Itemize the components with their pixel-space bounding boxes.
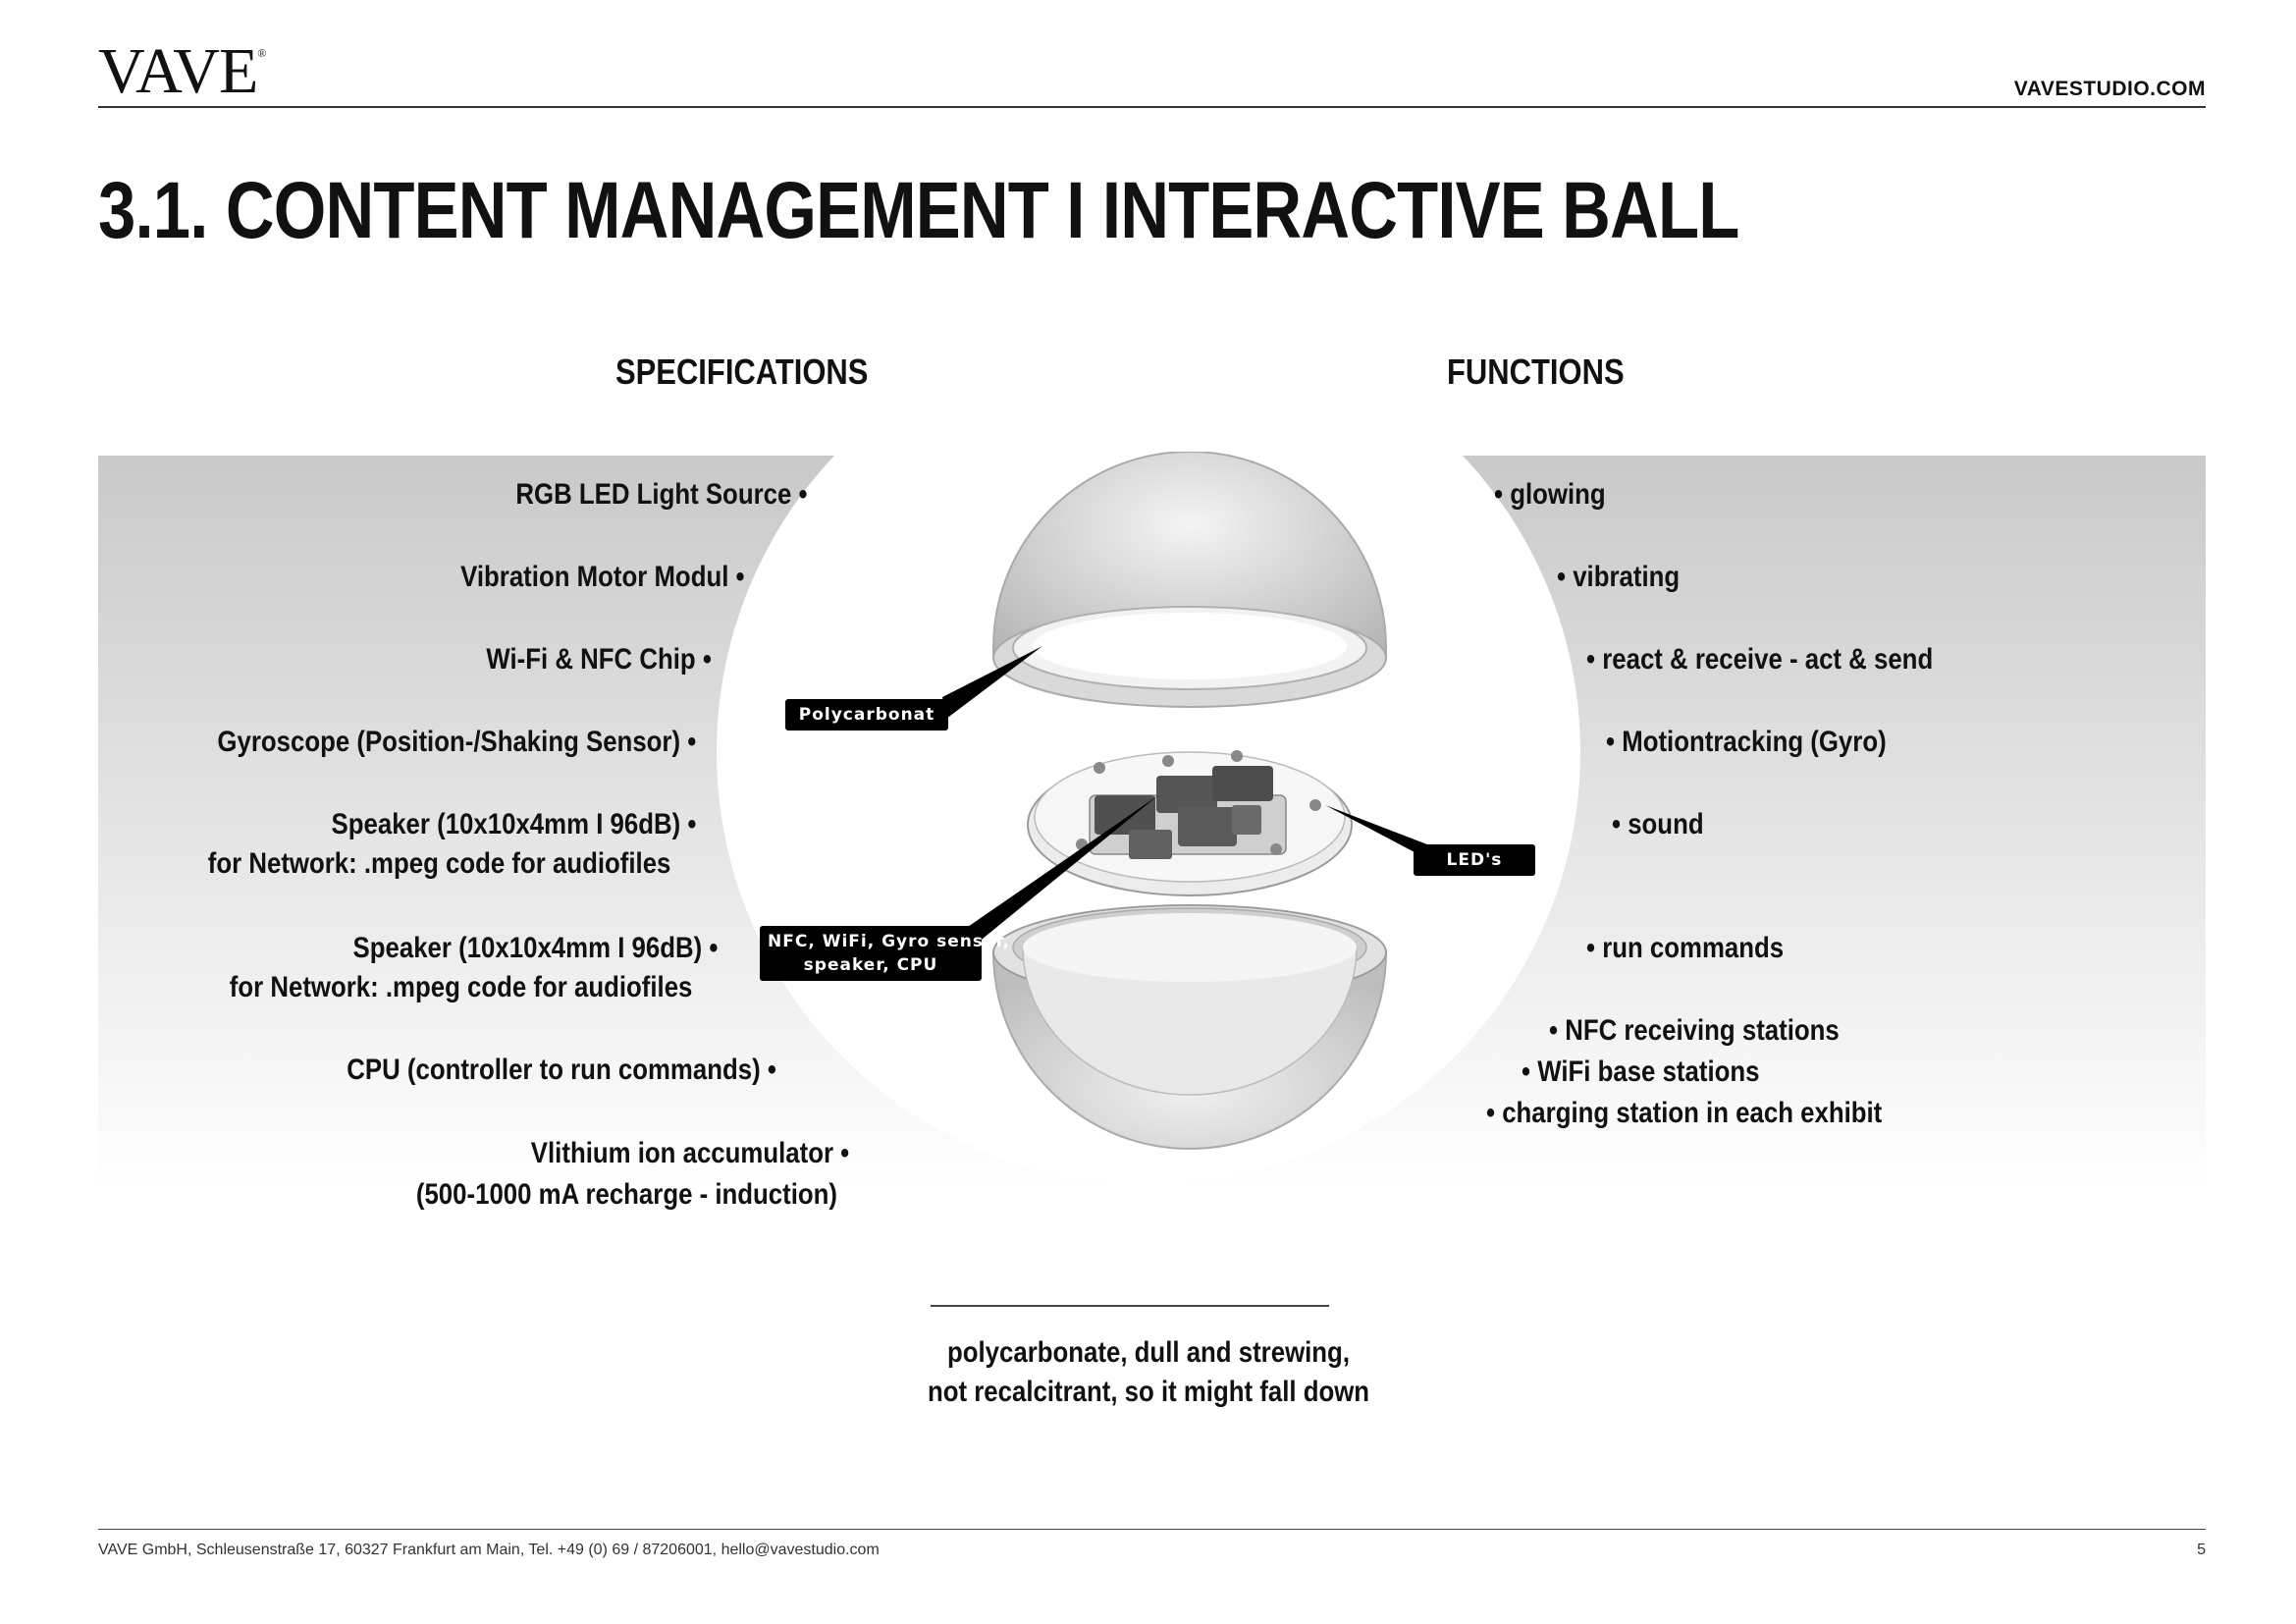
material-note-line2: not recalcitrant, so it might fall down [927,1376,1370,1408]
spec-item: Vlithium ion accumulator • [530,1137,849,1169]
spec-item: Gyroscope (Position-/Shaking Sensor) • [217,726,696,758]
footer-address: VAVE GmbH, Schleusenstraße 17, 60327 Fra… [98,1542,880,1558]
spec-item: Speaker (10x10x4mm I 96dB) • [352,932,718,964]
note-divider [931,1305,1329,1307]
spec-item: (500-1000 mA recharge - induction) [415,1178,837,1211]
registered-mark: ® [257,46,266,60]
function-item: • WiFi base stations [1522,1056,1760,1088]
material-note: polycarbonate, dull and strewing, not re… [883,1333,1414,1412]
logo-text: VAVE [98,35,258,107]
spec-item: RGB LED Light Source • [515,478,808,511]
function-item: • NFC receiving stations [1549,1014,1840,1047]
function-item: • glowing [1494,478,1606,511]
spec-item: Speaker (10x10x4mm I 96dB) • [331,808,696,840]
function-item: • Motiontracking (Gyro) [1606,726,1887,758]
function-item: • run commands [1586,932,1785,964]
functions-heading: FUNCTIONS [1447,352,1625,392]
function-item: • vibrating [1557,561,1681,593]
spec-item: Wi-Fi & NFC Chip • [486,643,712,676]
interactive-ball-diagram [942,452,1453,1150]
spec-item: for Network: .mpeg code for audiofiles [229,971,692,1003]
bottom-bowl-shell [991,904,1388,1150]
header-divider [98,106,2206,108]
top-dome-shell [992,452,1387,708]
material-note-line1: polycarbonate, dull and strewing, [946,1336,1350,1369]
electronics-label: NFC, WiFi, Gyro sensor, speaker, CPU [760,926,1010,981]
footer-divider [98,1529,2206,1530]
spec-item: for Network: .mpeg code for audiofiles [207,847,670,880]
website-link[interactable]: VAVESTUDIO.COM [2013,78,2206,100]
specifications-heading: SPECIFICATIONS [615,352,869,392]
spec-item: CPU (controller to run commands) • [347,1054,776,1086]
spec-item: Vibration Motor Modul • [460,561,745,593]
leds-label: LED's [1414,844,1535,876]
function-item: • react & receive - act & send [1586,643,1934,676]
circuit-board-disc [1027,750,1353,896]
vave-logo: VAVE® [98,39,266,104]
polycarbonat-label: Polycarbonat [785,699,948,731]
page-title: 3.1. CONTENT MANAGEMENT I INTERACTIVE BA… [98,166,1739,255]
function-item: • sound [1612,808,1704,840]
function-item: • charging station in each exhibit [1486,1097,1883,1129]
page-number: 5 [2197,1542,2206,1558]
electronics-label-line2: speaker, CPU [803,955,938,975]
electronics-label-line1: NFC, WiFi, Gyro sensor, [768,932,1010,951]
electronics-pointer [952,795,1158,947]
shell-pointer [942,646,1042,719]
